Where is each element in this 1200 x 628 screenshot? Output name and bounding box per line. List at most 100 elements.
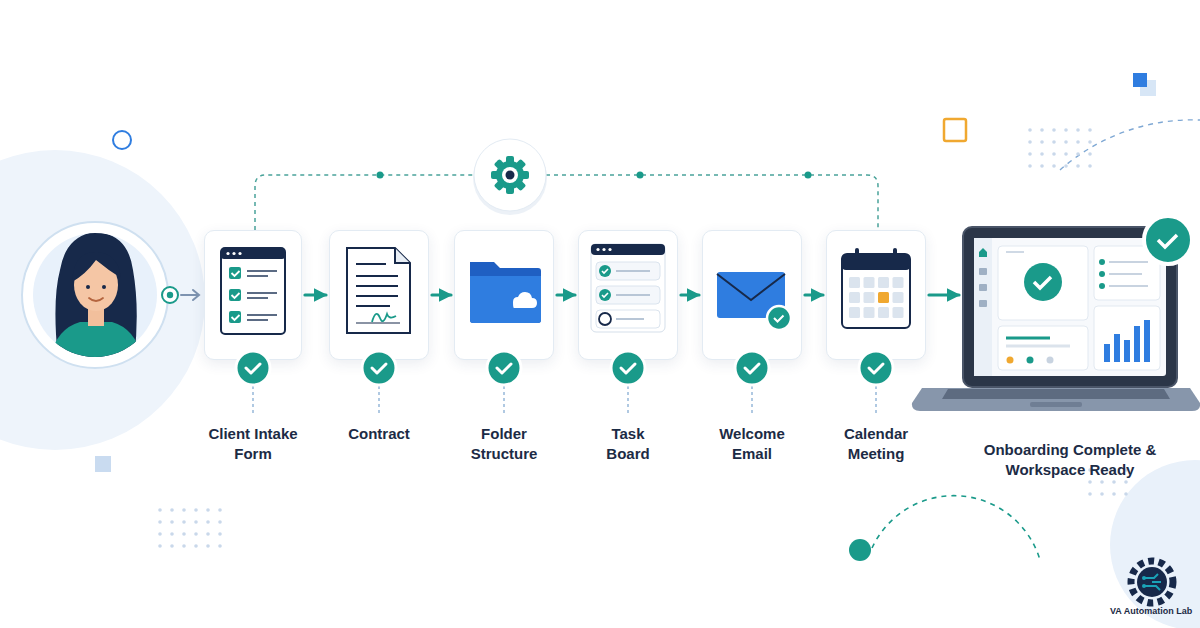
laptop-screen-content [1024,263,1062,301]
laptop-screen-content [1027,357,1034,364]
dot-grid [1100,480,1104,484]
laptop-screen-content [1114,334,1120,362]
client-avatar [102,285,106,289]
dot-grid [158,544,162,548]
decor-shape [872,496,1040,560]
email-icon [717,274,785,300]
dot-grid [206,508,210,512]
calendar-grid [849,277,860,288]
calendar-grid [893,292,904,303]
dot-grid [170,508,174,512]
dot-grid [158,520,162,524]
process-bracket [255,172,878,231]
laptop-screen-content [998,246,1088,320]
calendar-grid [864,307,875,318]
task-board-icon [596,248,599,251]
decor-shape [95,73,1200,561]
laptop-screen-content [979,248,987,257]
laptop-screen-content [979,300,987,307]
step-check [252,386,253,416]
calendar-icon [842,254,910,270]
calendar-icon [842,248,910,328]
intake-form-icon [221,248,285,334]
step-check [503,386,504,416]
laptop-screen-content [1006,345,1070,348]
folder-icon [470,262,541,323]
laptop-screen-content [979,284,987,291]
dot-grid [206,532,210,536]
step-check [372,364,386,373]
folder-card: Folder Structure [454,230,554,360]
calendar-grid [849,292,860,303]
dot-grid [1064,164,1068,168]
calendar-grid [849,277,904,318]
dot-grid [170,544,174,548]
contract-icon [372,314,396,322]
contract-icon [395,248,410,263]
laptop-base [942,389,1170,399]
step-label: Task Board [598,424,658,464]
gear-badge [491,156,529,194]
gear-badge [494,159,527,192]
contract-icon [347,248,410,333]
laptop-screen-content [1094,246,1160,300]
dot-grid [1040,140,1044,144]
calendar-grid [878,277,889,288]
watermark: VA Automation Lab [1110,606,1192,616]
decor-shape [1060,120,1200,170]
dot-grid [158,532,162,536]
laptop-screen-content [1109,262,1148,286]
dot-grid [194,520,198,524]
dot-grid [194,532,198,536]
flow-arrow [305,293,326,296]
step-check [751,386,752,416]
step-check [611,351,645,385]
folder-icon [513,292,537,308]
intake-card: Client Intake Form [204,230,302,360]
dot-grid [1040,128,1044,132]
email-icon [774,316,784,322]
calendar-grid [864,277,875,288]
laptop-screen-content [979,268,987,275]
step-label: Welcome Email [702,424,802,464]
gear-badge [494,159,527,192]
contract-card: Contract [329,230,429,360]
calendar-card: Calendar Meeting [826,230,926,360]
flow-arrow [681,293,699,296]
laptop-screen-content [1094,306,1160,370]
dot-grid [1064,128,1068,132]
dot-grid [1028,164,1032,168]
task-board-icon [596,262,660,280]
flow-arrow [805,293,823,296]
step-check [735,351,769,385]
laptop-base [912,388,1200,411]
dot-grid [1124,480,1128,484]
step-label: Contract [329,424,429,444]
process-bracket [637,172,644,179]
dot-grid [1076,140,1080,144]
dot-grid [1064,152,1068,156]
laptop-screen-content [1047,357,1054,364]
dot-grid [1124,492,1128,496]
laptop-screen-content [974,238,1166,376]
dot-grid [1040,164,1044,168]
background-blob [1110,460,1200,628]
dot-grid [194,544,198,548]
dot-grid [1052,164,1056,168]
dot-grid [1088,140,1092,144]
dot-grid [218,544,222,548]
dot-grid [218,508,222,512]
dot-grid [1052,128,1056,132]
dot-grid [1088,128,1092,132]
dot-grid [1088,480,1092,484]
decor-shape [113,131,131,149]
intake-form-icon [221,248,285,334]
laptop-screen-content [1134,326,1140,362]
dot-grid [182,520,186,524]
flow-arrow [557,293,575,296]
task-board-icon [599,313,611,325]
start-connector [181,290,199,300]
client-avatar [22,222,168,370]
